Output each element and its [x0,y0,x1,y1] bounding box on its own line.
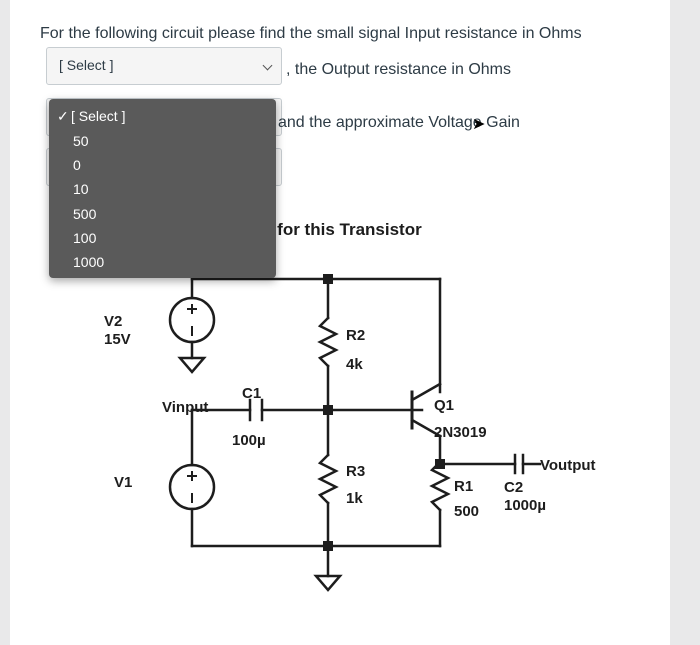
dropdown-option-1000[interactable]: 1000 [73,254,105,270]
label-q1: Q1 [434,397,454,414]
question-line-3: and the approximate Voltage Gain [278,114,520,131]
dropdown-menu: ✓[ Select ] 50 0 10 500 100 1000 [49,99,276,278]
label-q1-part: 2N3019 [434,424,487,441]
junction-dot [323,405,333,415]
dropdown-option-select[interactable]: ✓[ Select ] [57,108,125,125]
dropdown-option-10[interactable]: 10 [73,181,89,197]
label-r3: R3 [346,463,365,480]
label-r1-value: 500 [454,503,479,520]
junction-dot [323,274,333,284]
q1-emitter-lead [410,418,442,438]
label-r2-value: 4k [346,356,363,373]
dropdown-option-50[interactable]: 50 [73,133,89,149]
transistor-beta-text: 0 for this Transistor [263,220,422,239]
mouse-cursor-icon: ➤ [472,116,486,133]
label-c2-value: 1000µ [504,497,546,514]
label-voutput: Voutput [540,457,596,474]
r3-resistor-symbol [317,453,339,505]
ground-symbol-main [313,574,343,592]
label-r2: R2 [346,327,365,344]
circuit-schematic: V2 15V V1 Vinput C1 100µ R2 4k R3 1k Q1 … [104,274,596,592]
label-c1-value: 100µ [232,432,266,449]
r2-resistor-symbol [317,316,339,368]
label-v2: V2 [104,313,122,330]
label-r3-value: 1k [346,490,363,507]
ground-symbol-v2 [177,356,207,374]
dropdown-option-label: [ Select ] [71,108,126,124]
label-c2: C2 [504,479,523,496]
dropdown-option-100[interactable]: 100 [73,230,97,246]
dropdown-option-0[interactable]: 0 [73,157,81,173]
question-line-2: , the Output resistance in Ohms [286,61,511,78]
label-r1: R1 [454,478,473,495]
junction-dot [435,459,445,469]
quiz-card: For the following circuit please find th… [10,0,670,645]
label-v1: V1 [114,474,132,491]
checkmark-icon: ✓ [57,108,69,124]
question-line-1: For the following circuit please find th… [40,25,582,42]
label-c1: C1 [242,385,261,402]
junction-dot [323,541,333,551]
label-vinput: Vinput [162,399,208,416]
input-resistance-select[interactable]: [ Select ] [46,47,282,85]
r1-resistor-symbol [429,460,451,512]
label-v2-value: 15V [104,331,131,348]
input-resistance-select-value: [ Select ] [59,57,114,73]
q1-collector-lead [410,382,442,402]
dropdown-option-500[interactable]: 500 [73,206,97,222]
